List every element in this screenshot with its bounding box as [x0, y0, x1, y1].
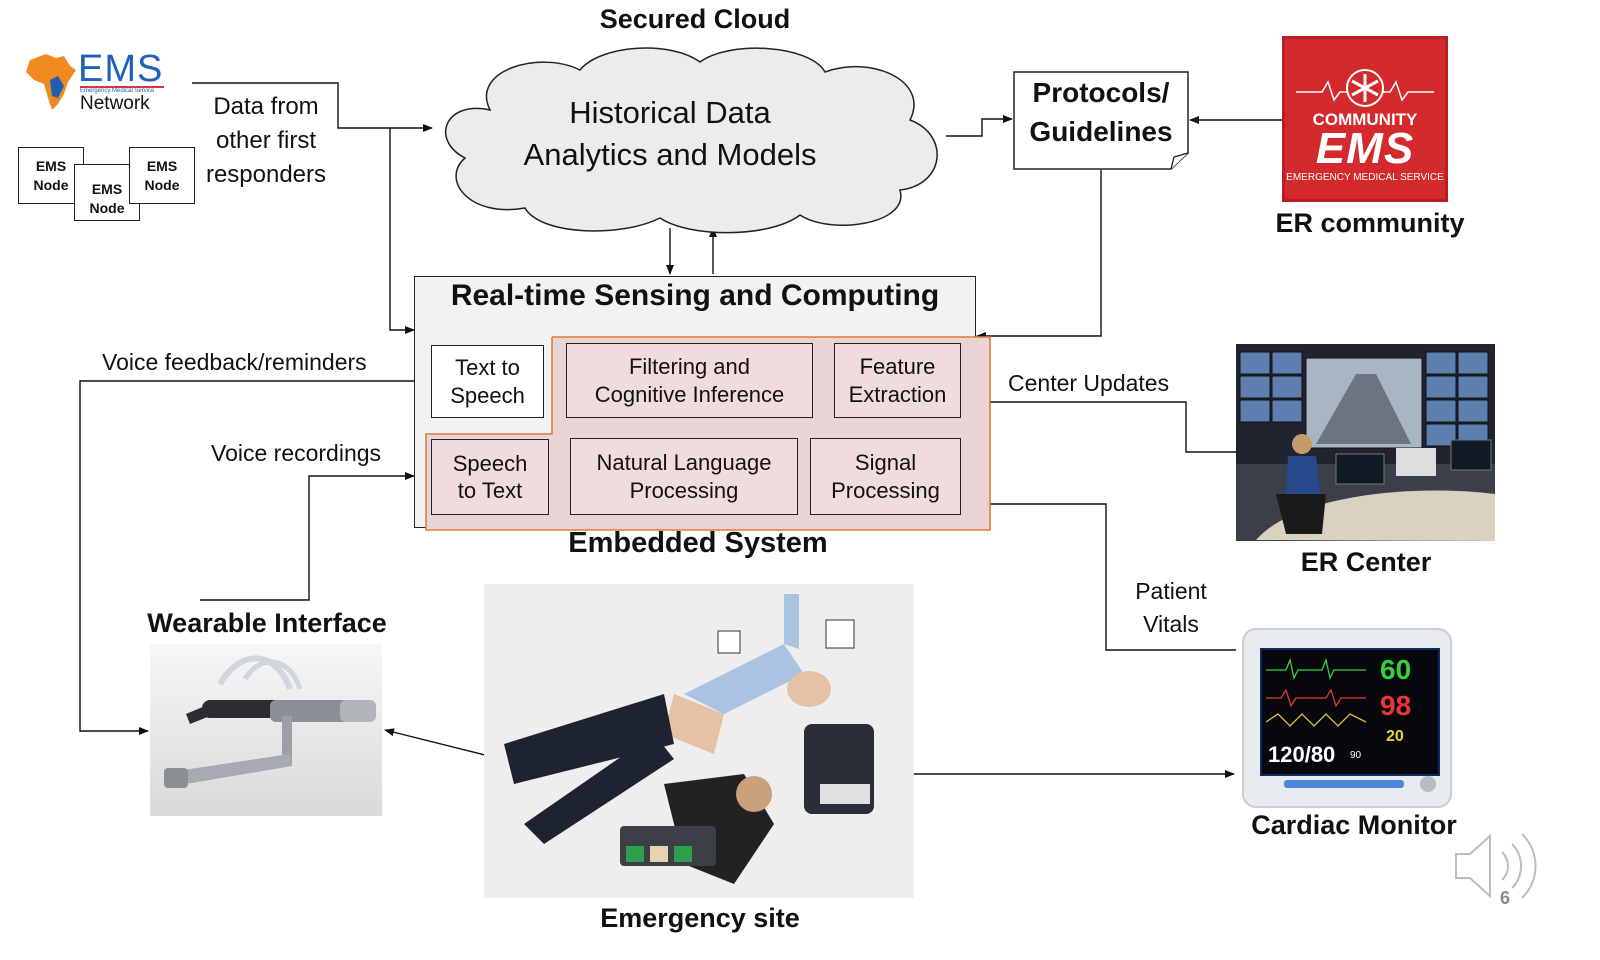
patient-vitals-label: Patient Vitals [1112, 575, 1230, 642]
ems-logo-text: EMS [78, 48, 164, 90]
data-from-line2: other first [215, 127, 317, 155]
signal-line1: Signal [854, 450, 917, 475]
data-from-line3: responders [205, 161, 327, 189]
data-from-line1: Data from [213, 93, 319, 120]
patient-vitals-line1: Patient [1135, 578, 1207, 604]
tts-line1: Text to [455, 355, 520, 380]
nlp-line1: Natural Language [596, 450, 772, 475]
monitor-buttons [1284, 780, 1404, 788]
center-updates-label: Center Updates [1008, 370, 1170, 396]
ems-to-realtime-arrow [389, 128, 415, 334]
er-center-photo [1236, 344, 1495, 541]
smart-glasses-image [164, 655, 376, 788]
heart-rate-readout: 60 [1380, 654, 1412, 685]
stt-line1: Speech [452, 450, 528, 476]
nlp-line2: Processing [629, 477, 739, 503]
africa-map-icon [26, 54, 76, 110]
patient-vitals-arrow [976, 500, 1236, 651]
bp-readout: 120/80 [1268, 742, 1336, 767]
ems-node-2-line1: EMS [91, 181, 123, 198]
cardiac-monitor-label: Cardiac Monitor [1251, 810, 1457, 840]
community-logo-line3: EMERGENCY MEDICAL SERVICE [1286, 172, 1444, 183]
monitor-screen: 60 98 20 120/80 90 [1260, 648, 1440, 776]
feature-line1: Feature [859, 354, 936, 379]
cloud-to-protocols-arrow [946, 115, 1013, 137]
ems-node-2-line2: Node [89, 200, 125, 217]
mean-bp-readout: 90 [1350, 750, 1362, 761]
center-updates-arrow [976, 398, 1236, 453]
filtering-line2: Cognitive Inference [594, 381, 785, 407]
realtime-title: Real-time Sensing and Computing [450, 279, 940, 312]
control-room-image [1236, 344, 1495, 541]
ems-node-3-line2: Node [144, 176, 180, 193]
stt-line2: to Text [457, 478, 523, 503]
er-community-label: ER community [1275, 208, 1465, 238]
data-from-label: Data from other first responders [196, 90, 336, 192]
filtering-line1: Filtering and [628, 354, 751, 379]
feature-line2: Extraction [848, 381, 947, 407]
embedded-system-label: Embedded System [568, 527, 828, 559]
protocols-to-realtime-arrow [976, 170, 1102, 340]
voice-feedback-arrow [79, 380, 414, 735]
cloud-text: Historical Data Analytics and Models [470, 92, 870, 176]
slide-number: 6 [1500, 888, 1511, 908]
monitor-waveforms [1266, 657, 1366, 727]
ems-logo-caption: Network [80, 93, 150, 114]
cloud-title: Secured Cloud [599, 4, 791, 34]
voice-recordings-label: Voice recordings [211, 440, 382, 466]
ems-node-1: EMS Node [18, 147, 84, 204]
signal-line2: Processing [831, 477, 940, 503]
cloud-text-line1: Historical Data [569, 95, 771, 130]
speaker-icon[interactable] [1452, 826, 1552, 906]
er-center-label: ER Center [1300, 547, 1432, 577]
cardiac-monitor: 60 98 20 120/80 90 [1242, 628, 1452, 808]
resp-readout: 20 [1386, 728, 1404, 745]
protocols-label: Protocols/ Guidelines [1013, 74, 1189, 151]
monitor-knob [1420, 776, 1436, 792]
protocols-line2: Guidelines [1029, 115, 1173, 147]
wearable-label: Wearable Interface [147, 608, 387, 638]
spo2-readout: 98 [1380, 690, 1412, 721]
cpr-scene-image [484, 584, 914, 898]
ems-node-3-line1: EMS [146, 157, 178, 174]
ems-to-cloud-arrow [192, 82, 433, 132]
cloud-text-line2: Analytics and Models [523, 136, 817, 172]
ems-logo-subtext: Emergency Medical Service [80, 86, 164, 94]
star-of-life-icon [1296, 69, 1434, 107]
tts-line2: Speech [450, 382, 525, 408]
protocols-document-shape [1013, 71, 1189, 170]
cloud-shape [445, 47, 938, 234]
patient-vitals-line2: Vitals [1143, 611, 1199, 638]
emergency-site-photo [484, 584, 914, 898]
emergency-site-label: Emergency site [600, 903, 800, 933]
wearable-photo [150, 644, 382, 816]
protocols-line1: Protocols/ [1032, 77, 1170, 108]
ems-node-3: EMS Node [129, 147, 195, 204]
voice-feedback-label: Voice feedback/reminders [102, 349, 367, 375]
community-logo-line1: COMMUNITY [1312, 110, 1418, 129]
voice-recordings-arrow [200, 472, 415, 601]
ems-node-1-line2: Node [33, 176, 69, 193]
ems-node-1-line1: EMS [35, 157, 67, 174]
community-ems-logo: COMMUNITY EMS EMERGENCY MEDICAL SERVICE [1282, 36, 1448, 202]
community-logo-line2: EMS [1315, 124, 1415, 173]
